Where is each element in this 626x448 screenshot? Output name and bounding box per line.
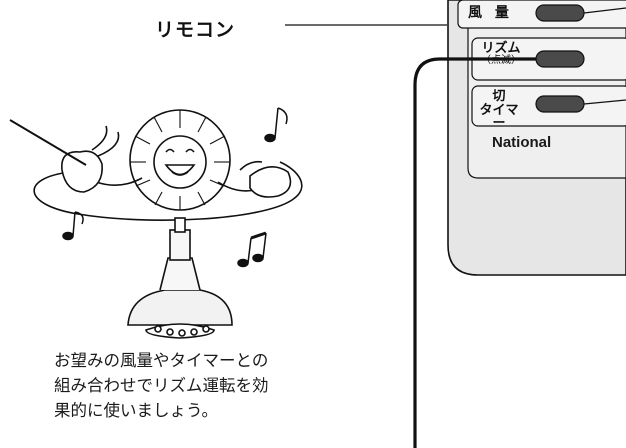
rhythm-button-label: リズム （点滅） [474, 42, 528, 66]
rhythm-button-pill [535, 50, 585, 68]
rhythm-button-main-label: リズム [481, 41, 521, 56]
caption-line-2: 組み合わせでリズム運転を効 [54, 376, 269, 395]
kiri-button-sub-label: タイマー [479, 102, 519, 132]
fuuryou-button-pill [535, 4, 585, 22]
kiri-timer-button-label: 切 タイマー [474, 90, 524, 131]
remote-label: リモコン [155, 19, 236, 41]
brand-logo-text: National [492, 134, 552, 151]
kiri-button-pill [535, 95, 585, 113]
caption-line-1: お望みの風量やタイマーとの [54, 351, 269, 370]
caption-line-3: 果的に使いましょう。 [54, 401, 219, 420]
remote-control [447, 0, 626, 276]
kiri-button-main-label: 切 [492, 89, 506, 104]
cartoon-fan-conductor-icon [9, 109, 292, 339]
caption-text: お望みの風量やタイマーとの 組み合わせでリズム運転を効 果的に使いましょう。 [54, 348, 322, 423]
double-music-note-icon [237, 231, 267, 268]
music-note-icon [62, 211, 84, 241]
rhythm-button-sub-label: （点滅） [481, 54, 521, 66]
fuuryou-button-label: 風 量 [468, 5, 513, 21]
music-note-icon [264, 107, 288, 143]
rhythm-callout-line [413, 57, 536, 448]
